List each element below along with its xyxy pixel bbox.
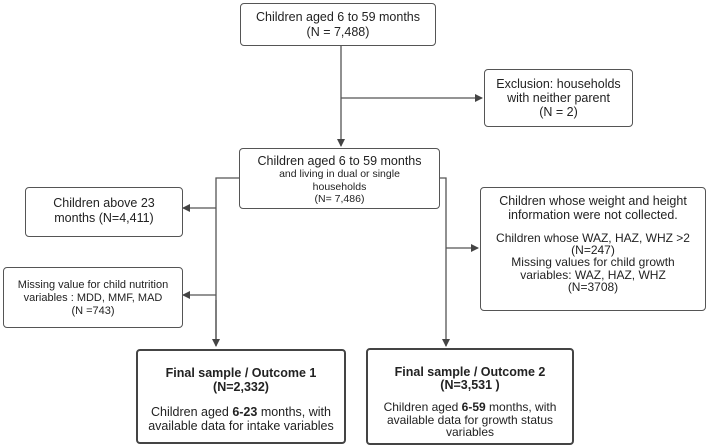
start-count: (N = 7,488): [306, 25, 370, 39]
start-label: Children aged 6 to 59 months: [256, 10, 420, 24]
above23-box: Children above 23 months (N=4,411): [25, 187, 183, 237]
final2-box: Final sample / Outcome 2 (N=3,531 ) Chil…: [366, 348, 574, 445]
exclusion-reason: with neither parent: [507, 91, 610, 105]
exclusion-label: Exclusion: households: [496, 77, 621, 91]
connector-right-split: [440, 177, 450, 347]
missing-growth-box: Children whose weight and height informa…: [480, 187, 706, 311]
missing-nutrition-vars: variables : MDD, MMF, MAD: [23, 292, 163, 304]
missing-growth-line7: (N=3708): [567, 279, 619, 294]
missing-growth-line6: variables: WAZ, HAZ, WHZ: [520, 267, 666, 282]
final1-desc-line2: available data for intake variables: [148, 419, 334, 433]
connector-left-split: [215, 177, 239, 344]
final1-desc: Children aged 6-23 months, with: [138, 405, 344, 419]
final1-desc-pre: Children aged: [151, 405, 233, 419]
final2-desc-post: months, with: [485, 400, 557, 414]
final1-title: Final sample / Outcome 1: [165, 366, 317, 380]
final2-desc: Children aged 6-59 months, with: [368, 401, 572, 414]
start-box: Children aged 6 to 59 months (N = 7,488): [240, 3, 436, 46]
final2-desc-pre: Children aged: [383, 400, 462, 414]
missing-nutrition-label: Missing value for child nutrition: [17, 279, 169, 291]
missing-growth-line5: Missing values for child growth: [511, 255, 675, 270]
final2-title: Final sample / Outcome 2: [394, 365, 546, 379]
final2-desc-line2: available data for growth status: [386, 412, 554, 427]
missing-nutrition-box: Missing value for child nutrition variab…: [3, 267, 183, 328]
middle-label: Children aged 6 to 59 months: [257, 154, 422, 168]
middle-sub1: and living in dual or single: [279, 168, 400, 180]
exclusion-box: Exclusion: households with neither paren…: [484, 69, 633, 127]
missing-nutrition-count: (N =743): [71, 305, 115, 317]
missing-growth-line2: information were not collected.: [508, 208, 678, 222]
final2-age-range: 6-59: [461, 400, 486, 414]
final1-age-range: 6-23: [232, 405, 258, 419]
missing-growth-line4: (N=247): [571, 243, 615, 258]
final1-count: (N=2,332): [213, 380, 269, 394]
final1-box: Final sample / Outcome 1 (N=2,332) Child…: [136, 349, 346, 444]
final2-count: (N=3,531 ): [440, 378, 500, 392]
missing-growth-line1: Children whose weight and height: [499, 194, 687, 208]
exclusion-count: (N = 2): [539, 105, 578, 119]
middle-sub2: households: [312, 180, 367, 193]
final1-desc-post: months, with: [257, 405, 331, 419]
middle-count: (N= 7,486): [314, 193, 365, 205]
middle-box: Children aged 6 to 59 months and living …: [239, 148, 440, 209]
above23-label: Children above 23: [53, 196, 155, 210]
missing-growth-line3: Children whose WAZ, HAZ, WHZ >2: [496, 231, 690, 245]
above23-count: months (N=4,411): [54, 211, 154, 225]
final2-desc-line3: variables: [445, 425, 495, 439]
